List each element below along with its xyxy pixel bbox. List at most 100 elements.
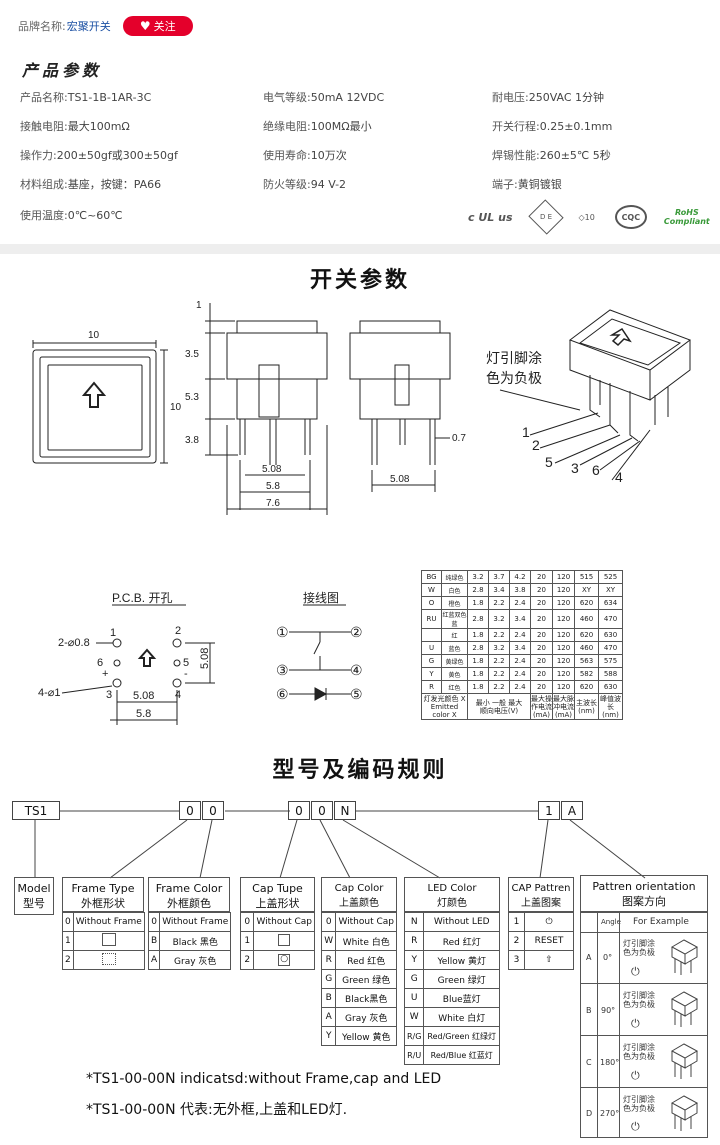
emission-cell: 575 [598, 654, 623, 668]
code-box-led-color: N [334, 801, 356, 820]
emission-cell: 3.2 [488, 641, 510, 655]
emission-cell: 120 [552, 609, 575, 629]
code-box-cap-pattern: 1 [538, 801, 560, 820]
de-cert-icon: D E [527, 199, 564, 235]
emission-cell: 2.2 [488, 654, 510, 668]
frame-type-2-icon [72, 950, 145, 970]
code-box-model: TS1 [12, 801, 60, 820]
emission-cell: 1.8 [467, 667, 489, 681]
ifp-header: 最大脉冲电流(mA) [552, 693, 575, 720]
emission-cell: XY [574, 583, 599, 597]
heart-icon: ♥ [139, 19, 151, 33]
power-icon: ⏻ [631, 965, 640, 978]
emission-cell: 3.4 [509, 609, 531, 629]
brand-label: 品牌名称: [18, 20, 66, 33]
emission-cell: 120 [552, 641, 575, 655]
follow-button[interactable]: ♥ 关注 [122, 16, 193, 36]
emission-cell: 橙色 [441, 596, 468, 610]
pcb-pin: 6 [97, 657, 103, 669]
orientation-table: Angle For Example A 0° B 90° C 180° D 27… [580, 912, 708, 1138]
emission-cell: XY [598, 583, 623, 597]
emission-cell: 黄绿色 [441, 654, 468, 668]
emission-cell: O [421, 596, 442, 610]
switch-3d-icon [669, 989, 699, 1029]
param-item: 电气等级:50mA 12VDC [263, 91, 385, 104]
emission-cell: 2.4 [509, 628, 531, 642]
wiring-node: ⑥ [276, 686, 289, 702]
dim-front-height: 10 [170, 402, 182, 413]
emission-cell: 20 [530, 583, 553, 597]
brand-name-link[interactable]: 宏聚开关 [66, 20, 111, 33]
emission-cell [421, 628, 442, 642]
emission-cell: 20 [530, 570, 553, 584]
ul-cert-icon: c UL us [468, 210, 513, 224]
pin-label: 3 [571, 460, 579, 476]
emission-cell: 2.8 [467, 609, 489, 629]
emission-cell: 2.2 [488, 628, 510, 642]
emission-cell: 582 [574, 667, 599, 681]
pcb-pin: 2 [175, 625, 181, 637]
product-params-title: 产品参数 [22, 61, 103, 80]
emission-cell: 2.8 [467, 641, 489, 655]
emission-cell: 20 [530, 641, 553, 655]
orientation-angle: 180° [600, 1058, 620, 1067]
pcb-dim: 5.8 [136, 708, 151, 720]
code-box-orientation: A [561, 801, 583, 820]
note-english: *TS1-00-00N indicatsd:without Frame,cap … [86, 1071, 442, 1087]
emission-cell: 460 [574, 641, 599, 655]
hole-label-a: 2-⌀0.8 [58, 637, 90, 649]
param-item: 产品名称:TS1-1B-1AR-3C [20, 91, 152, 104]
param-item: 耐电压:250VAC 1分钟 [492, 91, 605, 104]
emission-cell: 3.2 [488, 609, 510, 629]
emission-cell: 120 [552, 654, 575, 668]
emission-cell: 蓝色 [441, 641, 468, 655]
dim-cap-1: 1 [196, 300, 202, 311]
switch-3d-icon [669, 1093, 699, 1133]
option-row: 3⇧ [508, 950, 574, 970]
emission-cell: 3.2 [467, 570, 489, 584]
note-chinese: *TS1-00-00N 代表:无外框,上盖和LED灯. [86, 1102, 348, 1118]
pk-header: 峰值波长(nm) [598, 693, 623, 720]
code-box-frame-type: 0 [179, 801, 201, 820]
option-row: 1 [239, 931, 315, 951]
pcb-minus: - [184, 668, 188, 680]
emission-cell: 3.8 [509, 583, 531, 597]
pcb-dim: 5.08 [199, 648, 211, 669]
pcb-pin: 3 [106, 689, 112, 701]
option-row: 2 [62, 950, 145, 970]
pcb-pin: 1 [110, 627, 116, 639]
pin-label: 1 [522, 424, 530, 440]
power-rotated-180-icon: ⏻ [631, 1069, 640, 1082]
emission-cell: 2.2 [488, 680, 510, 694]
cap-square-icon [253, 931, 315, 951]
wiring-node: ③ [276, 662, 289, 678]
emission-cell: 620 [574, 628, 599, 642]
mechanical-drawing: 10 10 1 3.5 5.3 3.8 5.08 5.8 7.6 0.7 5.0… [32, 300, 692, 515]
emission-cell: 620 [574, 596, 599, 610]
emission-cell: 120 [552, 628, 575, 642]
dim-pin-07: 0.7 [452, 433, 466, 444]
emission-cell: 120 [552, 583, 575, 597]
pin-label: 2 [532, 437, 540, 453]
emission-cell: 3.7 [488, 570, 510, 584]
param-item: 材料组成:基座，按键：PA66 [20, 178, 162, 191]
